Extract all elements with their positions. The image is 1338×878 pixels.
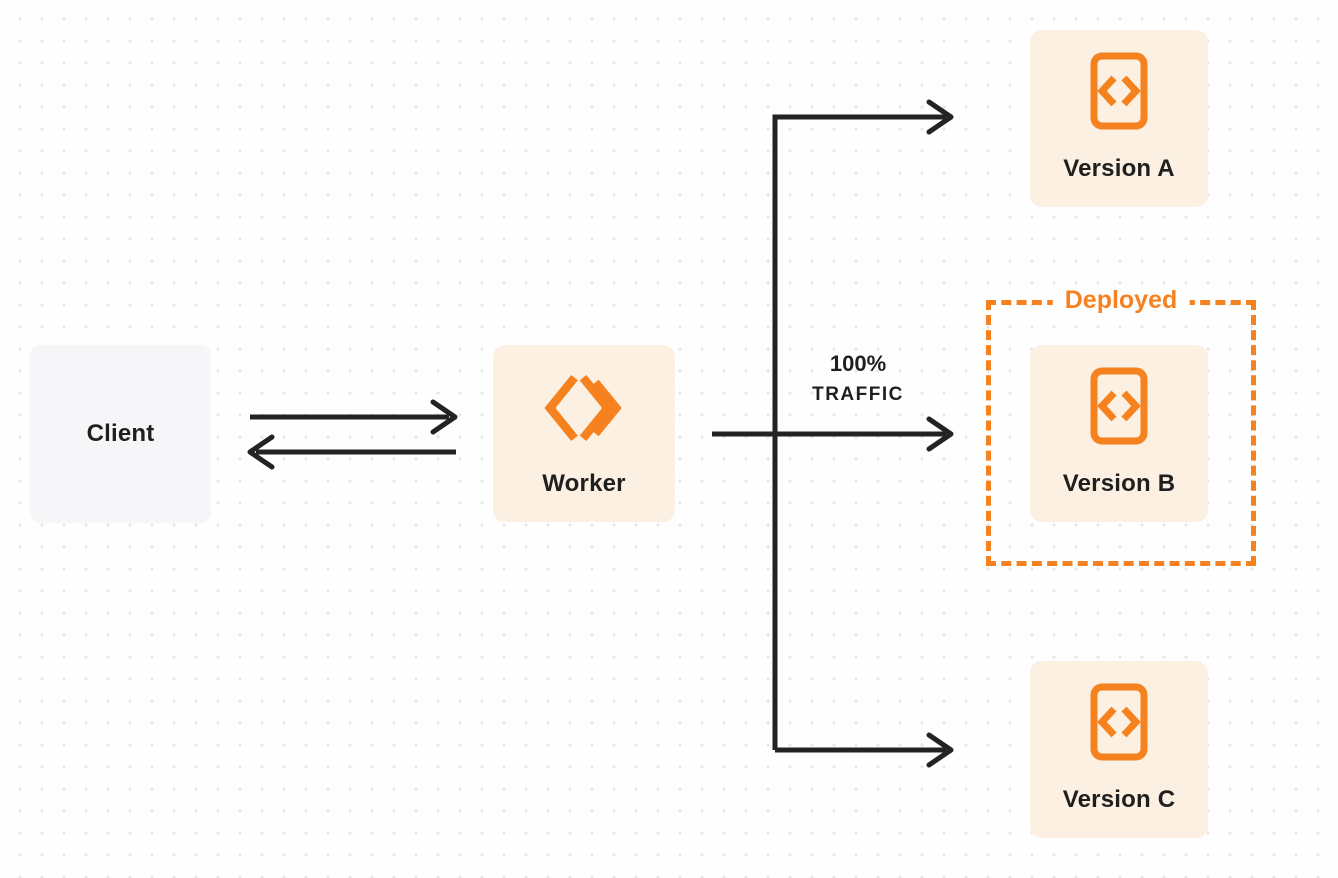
- version-a-node: Version A: [1030, 30, 1208, 207]
- deployed-label: Deployed: [1052, 286, 1190, 315]
- worker-to-version-b-arrow: [712, 416, 954, 452]
- code-document-icon: [1090, 683, 1148, 761]
- version-c-node: Version C: [1030, 661, 1208, 838]
- version-a-label: Version A: [1063, 155, 1175, 182]
- code-document-icon: [1090, 52, 1148, 130]
- code-document-icon: [1090, 367, 1148, 445]
- traffic-percent: 100%: [829, 351, 887, 376]
- version-b-node: Version B: [1030, 345, 1208, 522]
- cloudflare-workers-icon: [544, 374, 622, 442]
- worker-to-client-arrow: [247, 434, 456, 470]
- traffic-label: 100% TRAFFIC: [788, 349, 928, 411]
- branch-to-version-a-arrow: [772, 99, 954, 750]
- deployed-outline: Deployed: [986, 286, 1256, 566]
- version-c-label: Version C: [1062, 786, 1176, 813]
- client-node: Client: [30, 345, 211, 523]
- version-b-label: Version B: [1062, 470, 1176, 497]
- branch-to-version-c-arrow: [775, 732, 954, 768]
- traffic-word: TRAFFIC: [812, 384, 904, 405]
- client-label: Client: [86, 420, 155, 447]
- worker-node: Worker: [493, 345, 675, 522]
- client-to-worker-arrow: [250, 399, 458, 435]
- worker-label: Worker: [542, 470, 626, 497]
